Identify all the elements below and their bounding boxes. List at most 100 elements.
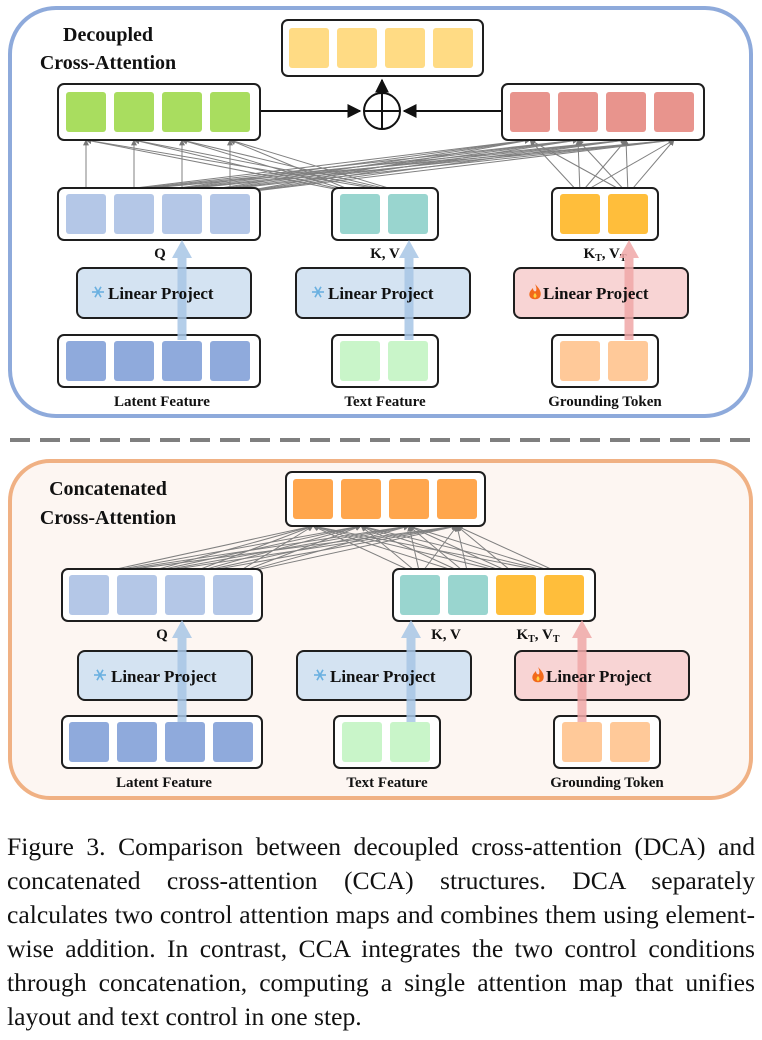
latent-feature-box — [61, 715, 263, 769]
grounding-linear-project-label: Linear Project — [546, 667, 652, 686]
grounding-attention-token — [654, 92, 694, 132]
latent-feature-label: Latent Feature — [116, 775, 212, 791]
attention-line — [312, 524, 469, 576]
decoupled-output-tokens — [289, 28, 473, 68]
grounding-linear-project — [514, 650, 690, 701]
grounding-token — [560, 341, 600, 381]
output-token — [341, 479, 381, 519]
query-label: Q — [154, 246, 166, 262]
attention-line — [85, 138, 361, 195]
latent-linear-project-label: Linear Project — [108, 284, 214, 303]
attention-line — [85, 137, 531, 195]
fire-icon — [529, 284, 541, 300]
latent-token — [66, 341, 106, 381]
text-attention-token — [114, 92, 154, 132]
text-feature-label: Text Feature — [346, 775, 428, 791]
attention-line — [529, 139, 629, 195]
query-token — [210, 194, 250, 234]
latent-token — [69, 722, 109, 762]
latent-projection-arrowhead — [172, 240, 192, 258]
concatenated-panel: Concatenated Cross-Attention Q K, V KT, … — [8, 459, 753, 800]
text-projection-arrowhead — [399, 240, 419, 258]
snowflake-icon — [312, 286, 324, 298]
figure-caption: Figure 3. Comparison between decoupled c… — [7, 832, 755, 1031]
text-linear-project — [295, 267, 471, 319]
concatenated-output-box — [285, 471, 486, 527]
text-kv-token — [388, 194, 428, 234]
grounding-attention-token — [510, 92, 550, 132]
output-token — [337, 28, 377, 68]
plus-circle-icon — [363, 92, 401, 130]
output-token — [389, 479, 429, 519]
latent-linear-project-label: Linear Project — [111, 667, 217, 686]
latent-feature-box — [57, 334, 261, 388]
text-feature-token — [340, 341, 380, 381]
attention-line — [88, 524, 314, 576]
attention-line — [529, 139, 581, 195]
text-attention-box — [57, 83, 261, 141]
grounding-token-label: Grounding Token — [548, 394, 662, 410]
attention-line — [229, 138, 531, 195]
grounding-kv-token — [496, 575, 536, 615]
decoupled-attention-lines — [83, 137, 675, 195]
query-token — [117, 575, 157, 615]
attention-line — [136, 524, 314, 576]
grounding-projection-arrowhead — [619, 240, 639, 258]
grounding-token — [610, 722, 650, 762]
grounding-kv-token — [544, 575, 584, 615]
text-attention-token — [210, 92, 250, 132]
output-token — [437, 479, 477, 519]
text-linear-project-label: Linear Project — [328, 284, 434, 303]
attention-line — [577, 139, 629, 195]
text-kv-token — [400, 575, 440, 615]
grounding-kv-label: KT, VT — [583, 246, 626, 264]
attention-line — [133, 137, 531, 195]
grounding-kv-label: KT, VT — [516, 627, 559, 645]
grounding-attention-box — [501, 83, 705, 141]
snowflake-icon — [314, 669, 326, 681]
decoupled-title-line1: Decoupled — [63, 24, 153, 46]
text-kv-label: K, V — [370, 246, 400, 262]
latent-token — [210, 341, 250, 381]
attention-line — [232, 524, 458, 576]
grounding-token — [562, 722, 602, 762]
grounding-projection-arrowhead — [572, 620, 592, 638]
text-kv-token — [448, 575, 488, 615]
text-kv-label: K, V — [431, 627, 461, 643]
query-token — [165, 575, 205, 615]
text-attention-token — [66, 92, 106, 132]
latent-token — [213, 722, 253, 762]
text-feature-token — [390, 722, 430, 762]
concatenated-title-line1: Concatenated — [49, 478, 167, 500]
latent-linear-project — [77, 650, 253, 701]
output-token — [289, 28, 329, 68]
latent-token — [114, 341, 154, 381]
attention-line — [229, 137, 579, 195]
grounding-kv-token — [608, 194, 648, 234]
grounding-linear-project-label: Linear Project — [543, 284, 649, 303]
snowflake-icon — [92, 286, 104, 298]
concatenated-attention-lines — [88, 523, 565, 576]
decoupled-title-line2: Cross-Attention — [40, 52, 176, 74]
text-feature-label: Text Feature — [344, 394, 426, 410]
text-linear-project-label: Linear Project — [330, 667, 436, 686]
attention-line — [408, 524, 565, 576]
latent-projection-arrowhead — [172, 620, 192, 638]
query-box — [57, 187, 261, 241]
output-token — [385, 28, 425, 68]
latent-feature-label: Latent Feature — [114, 394, 210, 410]
attention-line — [312, 525, 421, 576]
attention-line — [623, 139, 630, 195]
latent-linear-project — [76, 267, 252, 319]
snowflake-icon — [94, 669, 106, 681]
text-feature-token — [342, 722, 382, 762]
attention-line — [312, 524, 517, 576]
latent-token — [117, 722, 157, 762]
grounding-attention-token — [606, 92, 646, 132]
attention-diagram: Decoupled Cross-Attention — [8, 6, 753, 800]
decoupled-output-box — [281, 19, 484, 77]
text-projection-arrowhead — [401, 620, 421, 638]
attention-line — [360, 524, 565, 576]
query-token — [114, 194, 154, 234]
attention-line — [229, 138, 409, 195]
